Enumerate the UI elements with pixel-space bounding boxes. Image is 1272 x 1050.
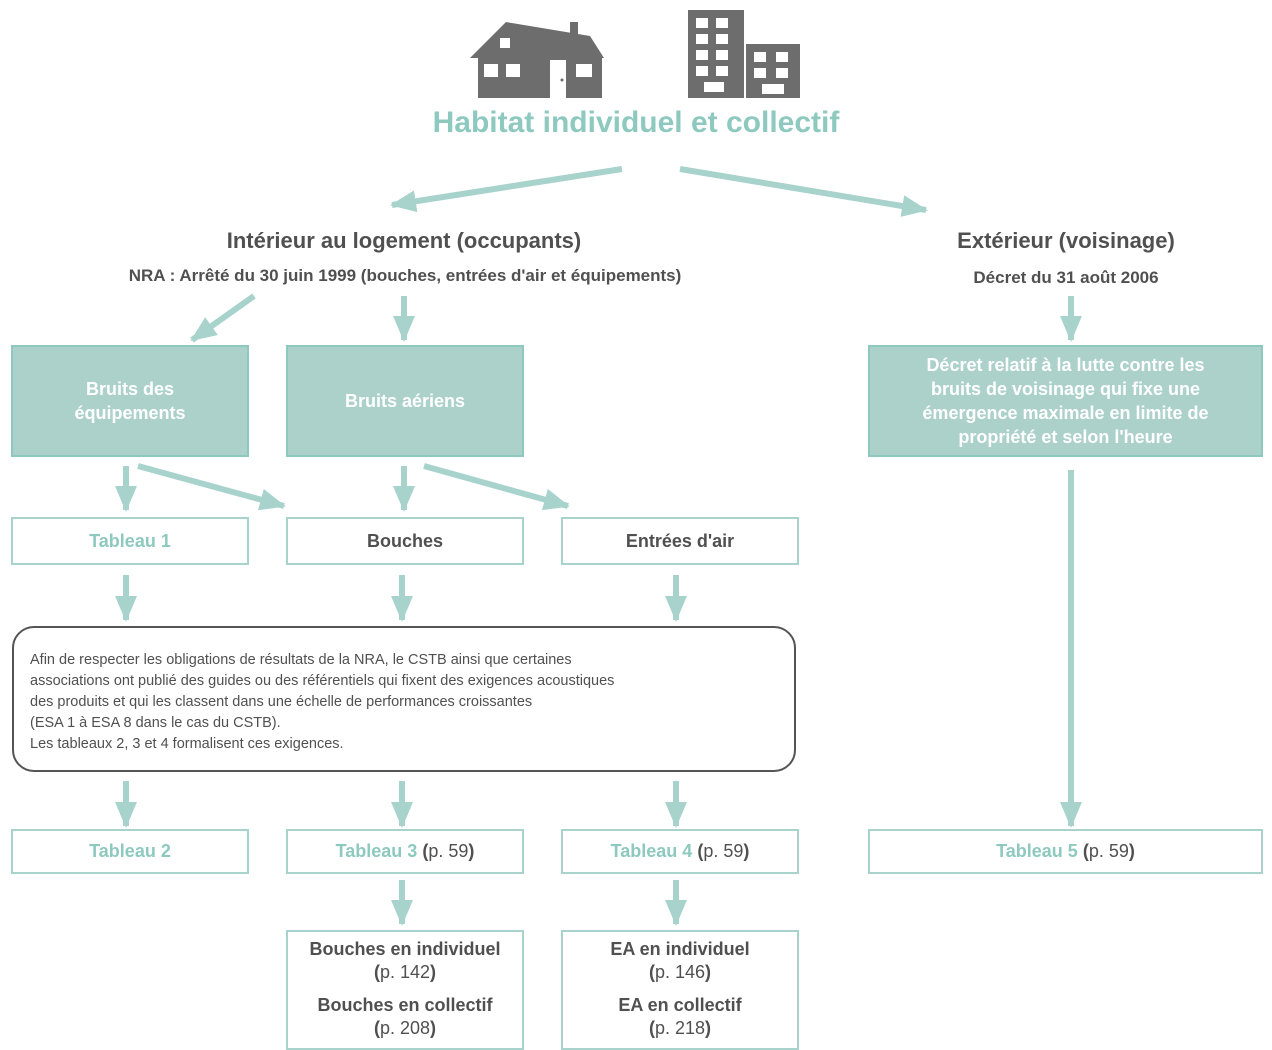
decree-line: bruits de voisinage qui fixe une xyxy=(930,379,1201,399)
tableau4-page: p. 59 xyxy=(703,841,744,861)
exterior-regulation: Décret du 31 août 2006 xyxy=(973,268,1159,287)
bouches-individuel-label: Bouches en individuel xyxy=(309,939,501,959)
interior-regulation: NRA : Arrêté du 30 juin 1999 (bouches, e… xyxy=(128,266,682,285)
info-box: Afin de respecter les obligations de rés… xyxy=(12,626,796,772)
tableau5-close-paren: ) xyxy=(1128,841,1135,861)
tableau2-box: Tableau 2 xyxy=(11,829,249,874)
tableau1-box: Tableau 1 xyxy=(11,517,249,565)
tableau4-box: Tableau 4 (p. 59) xyxy=(561,829,799,874)
airborne-noise-label: Bruits aériens xyxy=(344,391,466,411)
arrow-title-to-exterior xyxy=(679,166,928,217)
arrow-nra-to-equipment xyxy=(190,293,256,343)
apartment-building-icon xyxy=(688,10,800,98)
tableau1-label: Tableau 1 xyxy=(89,530,171,551)
paren: ( xyxy=(373,1018,380,1038)
bouches-box: Bouches xyxy=(286,517,524,565)
paren: ) xyxy=(430,1018,437,1038)
paren: ) xyxy=(430,962,437,982)
bouches-label: Bouches xyxy=(366,530,444,551)
info-line: (ESA 1 à ESA 8 dans le cas du CSTB). xyxy=(30,715,281,731)
interior-heading: Intérieur au logement (occupants) xyxy=(226,228,582,253)
decree-line: émergence maximale en limite de xyxy=(922,403,1209,423)
house-icon xyxy=(470,22,604,98)
paren: ( xyxy=(373,962,380,982)
tableau3-box: Tableau 3 (p. 59) xyxy=(286,829,524,874)
entrees-air-box: Entrées d'air xyxy=(561,517,799,565)
paren: ) xyxy=(705,962,712,982)
ea-individuel-page: p. 146 xyxy=(654,962,706,982)
ea-refs-box: EA en individuel (p. 146) EA en collecti… xyxy=(561,930,799,1050)
arrow-title-to-interior xyxy=(390,166,623,213)
bouches-collectif-page: p. 208 xyxy=(379,1018,431,1038)
decree-line: Décret relatif à la lutte contre les xyxy=(926,355,1205,375)
equipment-noise-label: Bruits des équipements xyxy=(74,379,186,423)
bouches-refs-box: Bouches en individuel (p. 142) Bouches e… xyxy=(286,930,524,1050)
ea-individuel-label: EA en individuel xyxy=(610,939,750,959)
info-line: Les tableaux 2, 3 et 4 formalisent ces e… xyxy=(30,736,344,752)
neighbourhood-decree-box: Décret relatif à la lutte contre les bru… xyxy=(868,345,1263,457)
info-line: Afin de respecter les obligations de rés… xyxy=(30,652,572,668)
exterior-heading: Extérieur (voisinage) xyxy=(957,228,1175,253)
entrees-air-label: Entrées d'air xyxy=(625,530,735,551)
tableau4-label: Tableau 4 xyxy=(610,841,693,861)
airborne-noise-box: Bruits aériens xyxy=(286,345,524,457)
ea-collectif-label: EA en collectif xyxy=(618,995,742,1015)
arrow-airborne-to-entrees xyxy=(423,463,570,511)
tableau3-page: p. 59 xyxy=(428,841,469,861)
tableau5-page: p. 59 xyxy=(1088,841,1129,861)
paren: ( xyxy=(648,1018,655,1038)
tableau2-label: Tableau 2 xyxy=(89,841,171,861)
equipment-noise-box: Bruits des équipements xyxy=(11,345,249,457)
paren: ( xyxy=(648,962,655,982)
decree-line: propriété et selon l'heure xyxy=(958,427,1173,447)
paren: ) xyxy=(705,1018,712,1038)
bouches-individuel-page: p. 142 xyxy=(379,962,431,982)
tableau5-label: Tableau 5 xyxy=(996,841,1078,861)
tableau5-open-paren: ( xyxy=(1082,841,1089,861)
tableau5-box: Tableau 5 (p. 59) xyxy=(868,829,1263,874)
tableau3-label: Tableau 3 xyxy=(335,841,418,861)
tableau3-close-paren: ) xyxy=(468,841,475,861)
arrow-equipment-to-bouches xyxy=(137,463,286,511)
info-line: associations ont publié des guides ou de… xyxy=(30,673,615,689)
tableau4-close-paren: ) xyxy=(743,841,750,861)
info-line: des produits et qui les classent dans un… xyxy=(30,694,533,710)
bouches-collectif-label: Bouches en collectif xyxy=(317,995,493,1015)
tableau4-open-paren: ( xyxy=(697,841,704,861)
tableau3-open-paren: ( xyxy=(422,841,429,861)
ea-collectif-page: p. 218 xyxy=(654,1018,706,1038)
diagram-title: Habitat individuel et collectif xyxy=(432,106,840,139)
